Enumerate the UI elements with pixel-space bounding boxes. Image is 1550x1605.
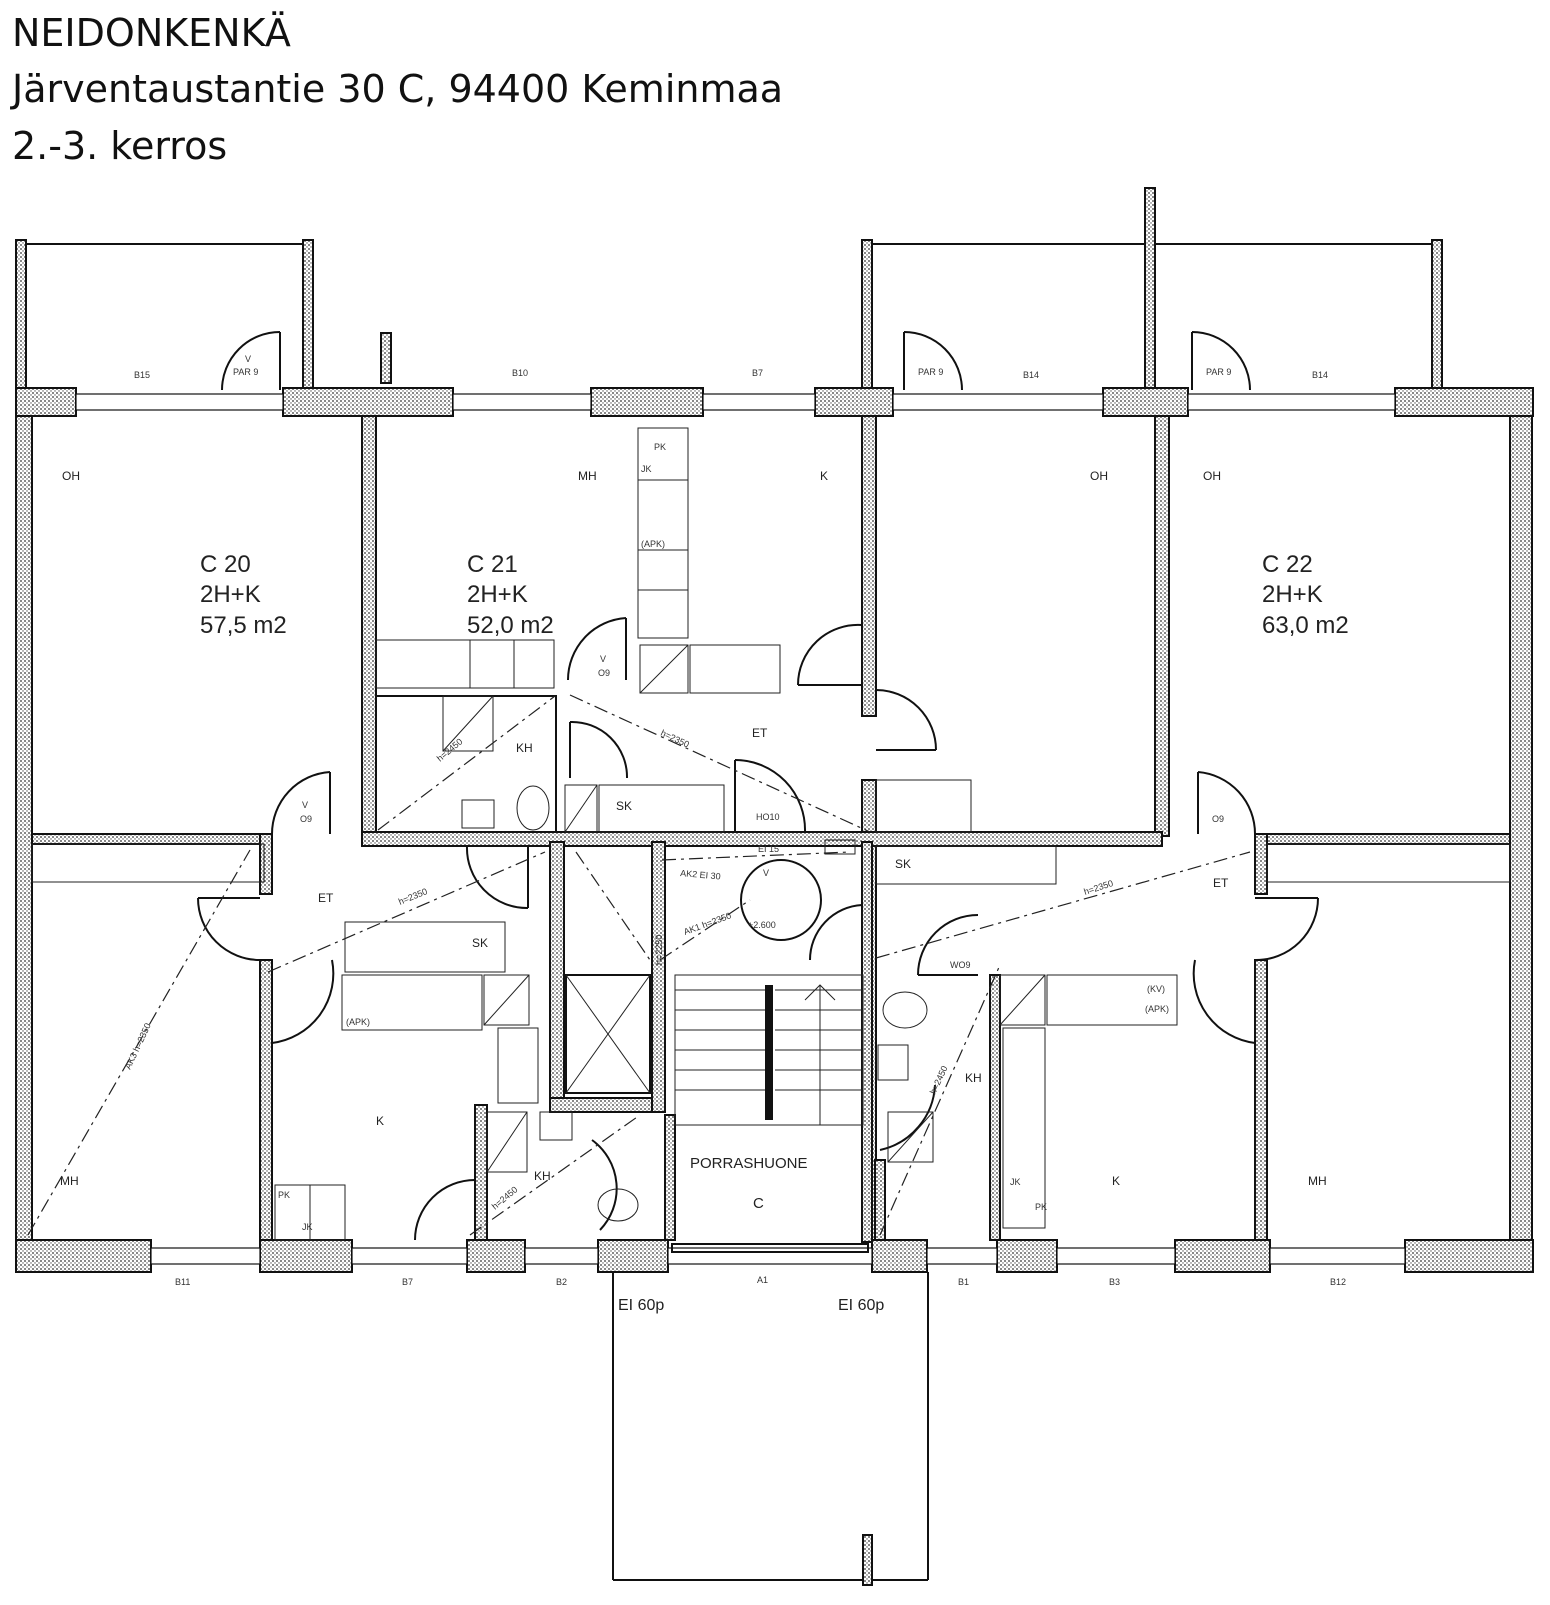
- window-code: B14: [1023, 370, 1039, 380]
- ak-note: AK1 h=2350: [682, 910, 732, 936]
- window-code: A1: [757, 1275, 768, 1285]
- room-label: ET: [1213, 876, 1229, 890]
- window-codes: B15 B10 B7 B14 B14 B11 B7 B2 A1 B1 B3 B1…: [134, 368, 1346, 1287]
- room-label: OH: [1090, 469, 1108, 483]
- room-label: KH: [965, 1071, 982, 1085]
- window-code: B12: [1330, 1277, 1346, 1287]
- fixture-code: JK: [1010, 1177, 1021, 1187]
- window-code: B14: [1312, 370, 1328, 380]
- door-code: V: [245, 354, 251, 364]
- fixture-code: JK: [302, 1222, 313, 1232]
- interior-walls: [31, 415, 1511, 1243]
- level-note: +2.600: [748, 920, 776, 930]
- apartment-c22: C 22 2H+K 63,0 m2: [1262, 551, 1349, 639]
- building-address: Järventaustantie 30 C, 94400 Keminmaa: [12, 67, 784, 111]
- window-code: B10: [512, 368, 528, 378]
- ceiling-lines: [27, 694, 1251, 1236]
- window-code: B2: [556, 1277, 567, 1287]
- height-note: h=2450: [435, 736, 465, 763]
- apartment-c20: C 20 2H+K 57,5 m2: [200, 551, 287, 639]
- window-code: B7: [752, 368, 763, 378]
- window-code: B7: [402, 1277, 413, 1287]
- fixture-code: PK: [278, 1190, 290, 1200]
- room-label: SK: [616, 799, 632, 813]
- door-code: V: [302, 800, 308, 810]
- staircase: [674, 974, 864, 1126]
- apartment-area: 63,0 m2: [1262, 612, 1349, 639]
- window-code: B1: [958, 1277, 969, 1287]
- apartment-id: C 22: [1262, 551, 1313, 578]
- door-codes: V PAR 9 PAR 9 PAR 9 V O9 V O9 O9 EI 15 V…: [233, 354, 1231, 1314]
- door-code: O9: [1212, 814, 1224, 824]
- door-code: EI 15: [758, 844, 779, 854]
- door-code: HO10: [756, 812, 780, 822]
- fixture-code: (APK): [1145, 1004, 1169, 1014]
- entrance-canopy: [612, 1243, 929, 1586]
- apartment-area: 52,0 m2: [467, 612, 554, 639]
- apartment-id: C 20: [200, 551, 251, 578]
- room-labels: OH MH K OH OH ET KH SK ET SK SK ET K KH …: [60, 469, 1327, 1212]
- stairwell-letter: C: [753, 1195, 764, 1212]
- floor-label: 2.-3. kerros: [12, 124, 228, 168]
- door-code: PAR 9: [1206, 367, 1231, 377]
- room-label: MH: [60, 1174, 79, 1188]
- balconies-top: [15, 187, 1443, 391]
- room-label: OH: [62, 469, 80, 483]
- apartment-id: C 21: [467, 551, 518, 578]
- door-code: PAR 9: [233, 367, 258, 377]
- building-name: NEIDONKENKÄ: [12, 11, 291, 55]
- ak-note: AK2 EI 30: [680, 868, 721, 881]
- room-label: KH: [534, 1169, 551, 1183]
- room-label: SK: [472, 936, 488, 950]
- room-label: OH: [1203, 469, 1221, 483]
- room-label: MH: [578, 469, 597, 483]
- apartment-c21: C 21 2H+K 52,0 m2: [467, 551, 554, 639]
- apartment-type: 2H+K: [1262, 581, 1323, 608]
- fixture-code: PK: [1035, 1202, 1047, 1212]
- apartment-type: 2H+K: [467, 581, 528, 608]
- height-note: h=2350: [659, 728, 691, 750]
- room-label: SK: [895, 857, 911, 871]
- ak-note: AK3 h=2350: [123, 1021, 153, 1070]
- height-note: h=2350: [1083, 878, 1115, 897]
- height-note: h=2250: [654, 935, 664, 965]
- fixture-code: JK: [641, 464, 652, 474]
- kitchen-fixtures: [31, 427, 1511, 1241]
- window-code: B15: [134, 370, 150, 380]
- apartment-type: 2H+K: [200, 581, 261, 608]
- fixture-code: (APK): [641, 539, 665, 549]
- fixture-code: (KV): [1147, 984, 1165, 994]
- fire-rating: EI 60p: [618, 1297, 664, 1314]
- fire-rating: EI 60p: [838, 1297, 884, 1314]
- door-code: WO9: [950, 960, 971, 970]
- exterior-walls: [15, 387, 1534, 1273]
- fixture-code: PK: [654, 442, 666, 452]
- height-note: h=2450: [490, 1184, 520, 1211]
- room-label: K: [820, 469, 828, 483]
- elevator-shaft: [565, 974, 651, 1094]
- fixture-code: (APK): [346, 1017, 370, 1027]
- room-label: ET: [318, 891, 334, 905]
- door-code: V: [600, 654, 606, 664]
- room-label: KH: [516, 741, 533, 755]
- window-code: B11: [175, 1277, 190, 1287]
- height-note: h=2450: [928, 1064, 950, 1096]
- room-label: MH: [1308, 1174, 1327, 1188]
- bathroom-fixtures: [375, 695, 934, 1222]
- room-label: ET: [752, 726, 768, 740]
- door-code: PAR 9: [918, 367, 943, 377]
- window-code: B3: [1109, 1277, 1120, 1287]
- stairwell-label: PORRASHUONE: [690, 1155, 808, 1172]
- door-swings: [197, 331, 1319, 1241]
- room-label: K: [1112, 1174, 1120, 1188]
- door-code: O9: [598, 668, 610, 678]
- door-code: V: [763, 868, 769, 878]
- room-label: K: [376, 1114, 384, 1128]
- apartment-area: 57,5 m2: [200, 612, 287, 639]
- door-code: O9: [300, 814, 312, 824]
